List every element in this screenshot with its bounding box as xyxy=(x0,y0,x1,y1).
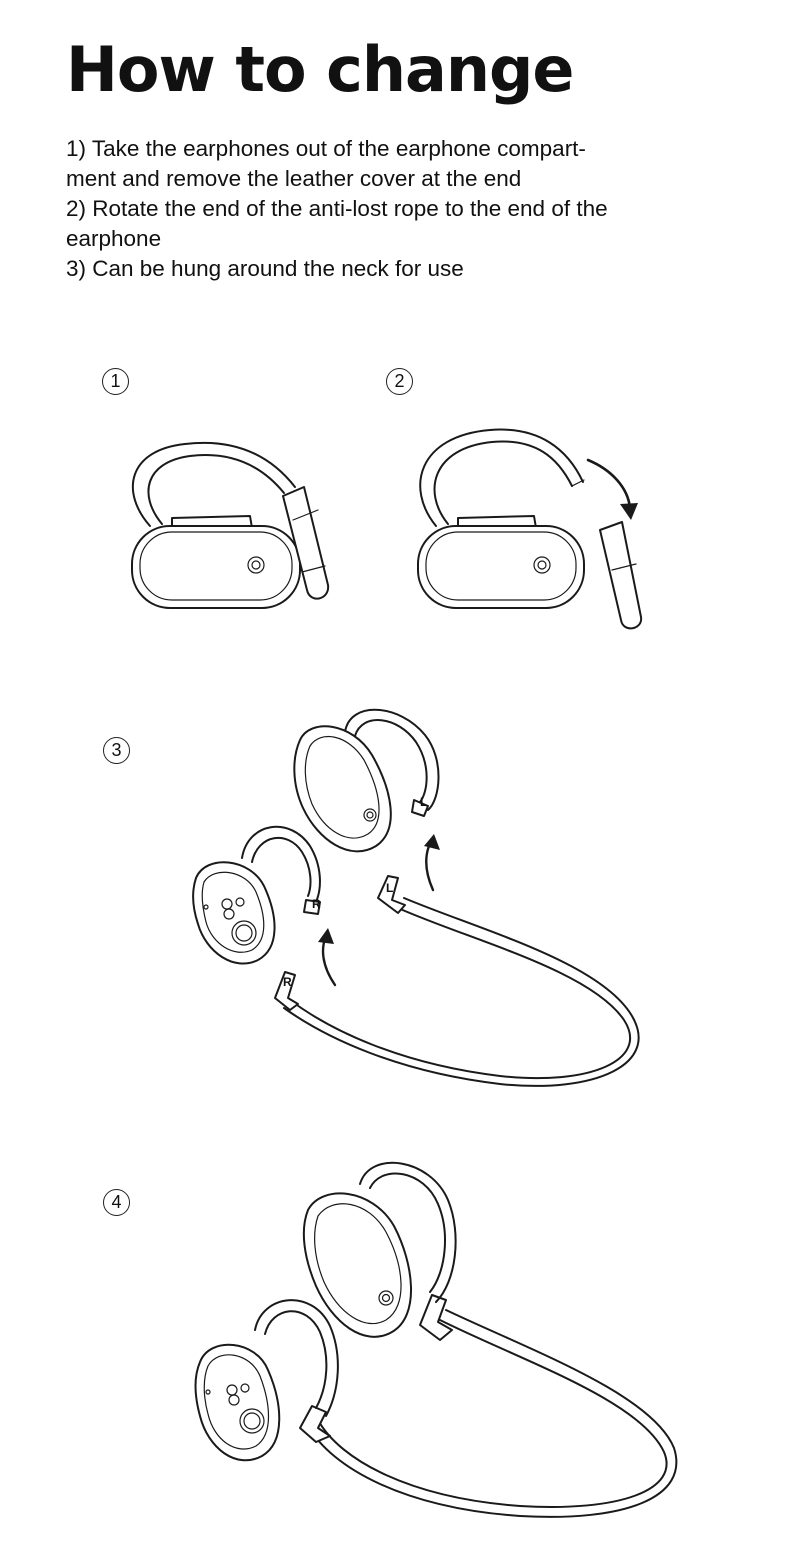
instruction-line: ment and remove the leather cover at the… xyxy=(66,166,522,191)
step-badge-4: 4 xyxy=(103,1189,130,1216)
page-title: How to change xyxy=(66,33,574,106)
figure-3-earphones-rope-icon: L R L R xyxy=(192,708,640,1087)
figure-1-earphone-icon xyxy=(131,441,330,609)
step-badge-2: 2 xyxy=(386,368,413,395)
earphone-label-right: R xyxy=(312,897,321,911)
earphone-label-left: L xyxy=(420,795,427,809)
rope-label-left: L xyxy=(386,881,393,895)
instruction-line: 3) Can be hung around the neck for use xyxy=(66,256,464,281)
rope-label-right: R xyxy=(283,975,292,989)
instruction-line: earphone xyxy=(66,226,162,251)
figure-2-earphone-icon xyxy=(417,428,643,630)
step-badge-1: 1 xyxy=(102,368,129,395)
instruction-line: 1) Take the earphones out of the earphon… xyxy=(66,136,586,161)
instruction-line: 2) Rotate the end of the anti-lost rope … xyxy=(66,196,608,221)
figure-4-earphones-neckband-icon xyxy=(194,1161,678,1518)
instructions: 1) Take the earphones out of the earphon… xyxy=(66,134,746,284)
step-badge-3: 3 xyxy=(103,737,130,764)
